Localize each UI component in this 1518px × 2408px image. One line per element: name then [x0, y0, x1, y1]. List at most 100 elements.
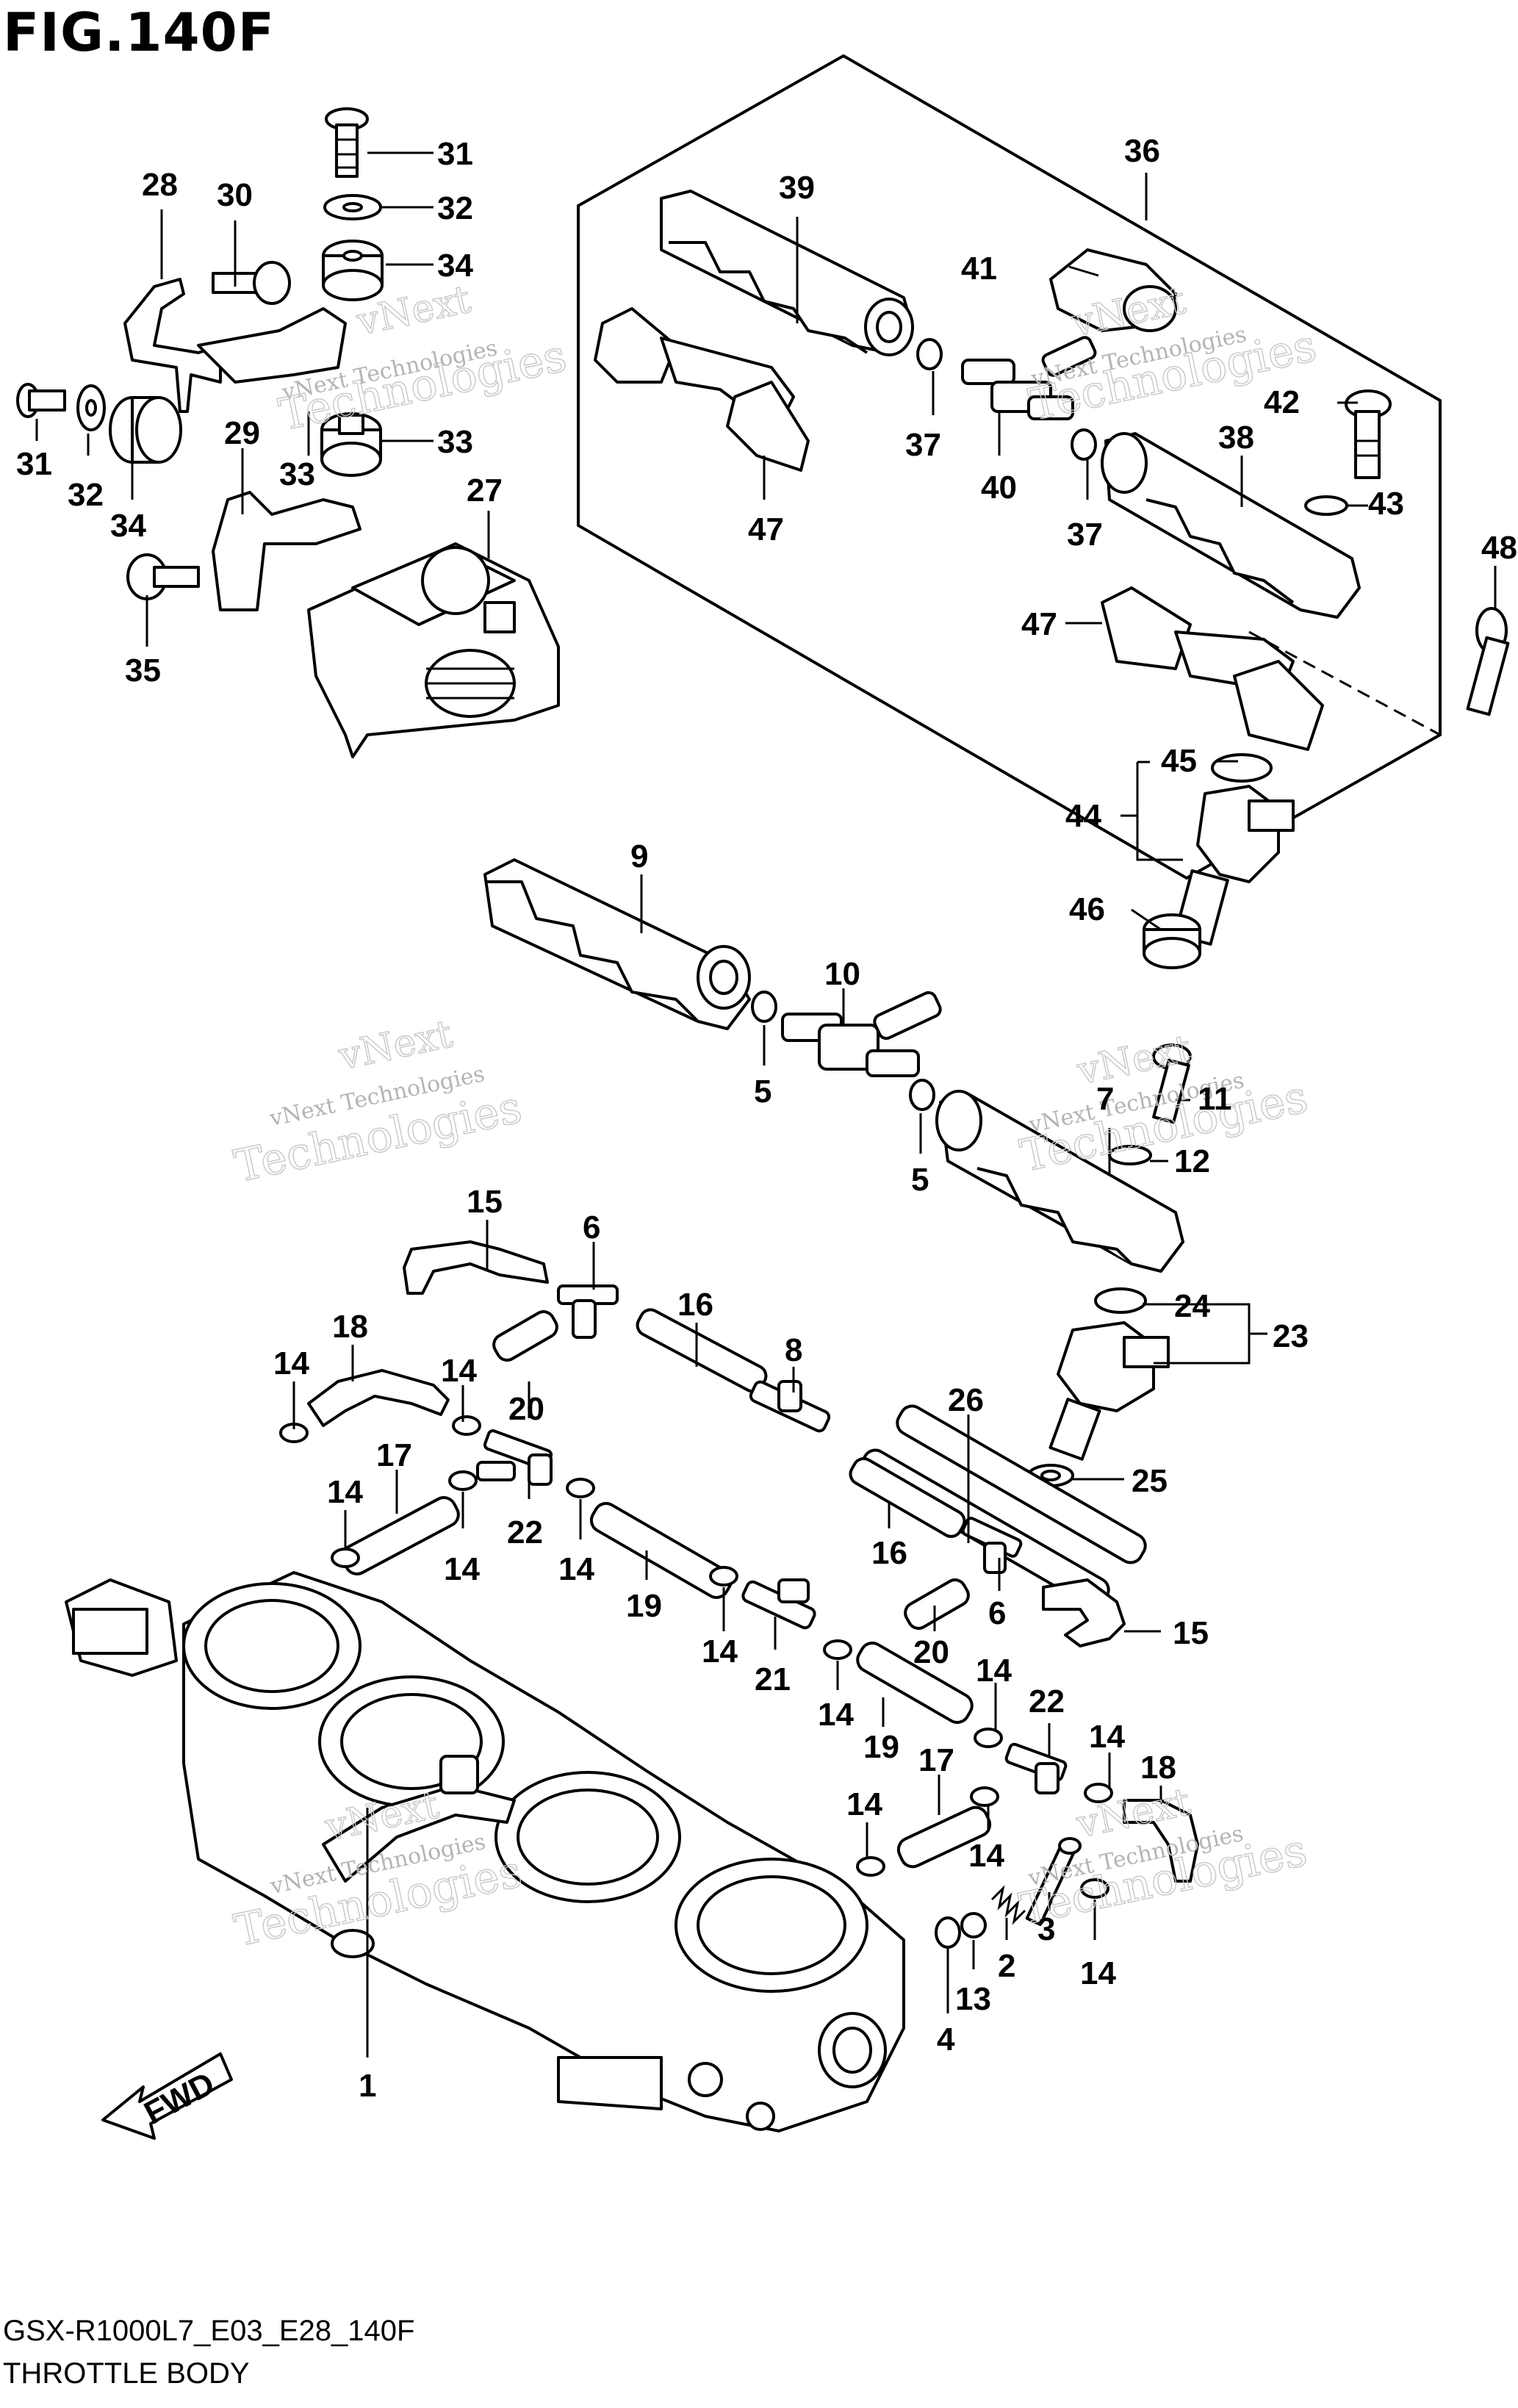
callout-19: 19: [626, 1588, 662, 1624]
callout-14: 14: [441, 1353, 477, 1389]
callout-12: 12: [1174, 1143, 1210, 1179]
callout-27: 27: [467, 472, 503, 508]
callout-14: 14: [327, 1474, 363, 1510]
forward-direction-arrow: FWD: [101, 2052, 233, 2140]
watermark-middle-left: vNext Technologies vNext Technologies: [229, 1012, 526, 1193]
bolt-42: [1345, 389, 1392, 479]
callout-23: 23: [1273, 1318, 1309, 1354]
callout-41: 41: [961, 251, 997, 287]
callout-39: 39: [779, 170, 815, 206]
throttle-body-1: [65, 1571, 905, 2132]
washer-32-top: [323, 194, 382, 220]
hose-clips-14: [279, 1415, 1113, 1899]
callout-47: 47: [1021, 606, 1057, 642]
upper-injector-assembly: [594, 190, 1510, 969]
callout-11: 11: [1198, 1081, 1232, 1117]
callout-14: 14: [702, 1634, 738, 1670]
seal-46: [1143, 913, 1201, 969]
callout-18: 18: [1140, 1750, 1176, 1786]
bolt-35: [126, 553, 200, 600]
callout-31: 31: [437, 136, 473, 172]
callout-29: 29: [224, 415, 260, 451]
bolt-48: [1466, 607, 1510, 716]
injector-44: [1173, 753, 1295, 946]
callout-14: 14: [1089, 1719, 1125, 1755]
o-ring-4: [935, 1916, 961, 1949]
callout-14: 14: [444, 1551, 480, 1587]
callout-35: 35: [125, 653, 161, 689]
callout-1: 1: [359, 2068, 376, 2104]
callout-26: 26: [948, 1382, 984, 1418]
callout-42: 42: [1264, 384, 1300, 420]
callout-14: 14: [1080, 1955, 1116, 1991]
watermark-middle-right: vNext Technologies vNext Technologies: [1015, 1027, 1312, 1183]
callout-14: 14: [968, 1838, 1004, 1874]
callout-19: 19: [863, 1729, 899, 1765]
screw-31-top: [325, 107, 369, 178]
lead-48: [1248, 630, 1441, 736]
callout-3: 3: [1037, 1911, 1055, 1947]
screw-31-left: [16, 383, 66, 418]
callout-20: 20: [508, 1391, 544, 1427]
callout-13: 13: [955, 1981, 991, 2017]
callout-31: 31: [16, 446, 52, 482]
callout-28: 28: [142, 167, 178, 203]
callout-14: 14: [976, 1653, 1012, 1689]
callout-4: 4: [937, 2021, 955, 2057]
spring-2: [990, 1885, 1026, 1925]
callout-10: 10: [824, 956, 860, 992]
callout-22: 22: [507, 1514, 543, 1550]
callout-17: 17: [918, 1742, 954, 1778]
callout-5: 5: [911, 1162, 929, 1198]
callout-40: 40: [981, 470, 1017, 506]
callout-8: 8: [785, 1332, 802, 1368]
middle-fuel-rail-group: [483, 858, 1192, 1487]
callout-25: 25: [1132, 1463, 1168, 1499]
callout-37: 37: [1067, 517, 1103, 553]
callout-labels: 31 32 34 33 30 28 29 33 31 32 34 35 27 3…: [16, 133, 1517, 2104]
callout-6: 6: [583, 1210, 600, 1246]
callout-14: 14: [818, 1697, 854, 1733]
model-code-footer: GSX-R1000L7_E03_E28_140F: [3, 2315, 415, 2347]
callout-24: 24: [1174, 1288, 1210, 1324]
callout-32: 32: [437, 190, 473, 226]
callout-20: 20: [913, 1634, 949, 1670]
sensor-bracket-group: [16, 107, 560, 758]
callout-33: 33: [437, 424, 473, 460]
callout-14: 14: [558, 1551, 594, 1587]
callout-45: 45: [1161, 743, 1197, 779]
callout-14: 14: [846, 1786, 882, 1822]
fwd-label: FWD: [138, 2066, 220, 2132]
washer-13: [960, 1912, 987, 1938]
callout-14: 14: [273, 1345, 309, 1381]
callout-2: 2: [998, 1948, 1015, 1984]
svg-text:vNext: vNext: [334, 1012, 456, 1079]
adjust-screw-3: [1025, 1837, 1082, 1927]
callout-17: 17: [376, 1437, 412, 1473]
callout-34: 34: [110, 508, 146, 544]
grommet-34-left: [109, 396, 182, 464]
leader-lines: [35, 151, 1497, 2057]
callout-32: 32: [68, 477, 104, 513]
callout-9: 9: [630, 838, 648, 874]
callout-34: 34: [437, 248, 473, 284]
callout-15: 15: [1173, 1615, 1209, 1651]
callout-33: 33: [279, 456, 315, 492]
callout-5: 5: [754, 1074, 771, 1110]
joint-10: [781, 991, 942, 1077]
callout-18: 18: [332, 1309, 368, 1345]
callout-7: 7: [1096, 1081, 1114, 1117]
callout-47: 47: [748, 511, 784, 547]
callout-48: 48: [1481, 530, 1517, 566]
joint-40: [961, 336, 1097, 420]
callout-22: 22: [1029, 1683, 1065, 1719]
callout-30: 30: [217, 177, 253, 213]
collar-33-right: [320, 412, 382, 477]
figure-title: FIG.140F: [3, 1, 275, 63]
throttle-sensor-27: [307, 542, 560, 758]
callout-15: 15: [467, 1184, 503, 1220]
bolt-11: [1152, 1043, 1192, 1124]
section-name-footer: THROTTLE BODY: [3, 2357, 250, 2390]
assembly-36-outline: [577, 54, 1442, 880]
injector-23: [1048, 1287, 1170, 1461]
